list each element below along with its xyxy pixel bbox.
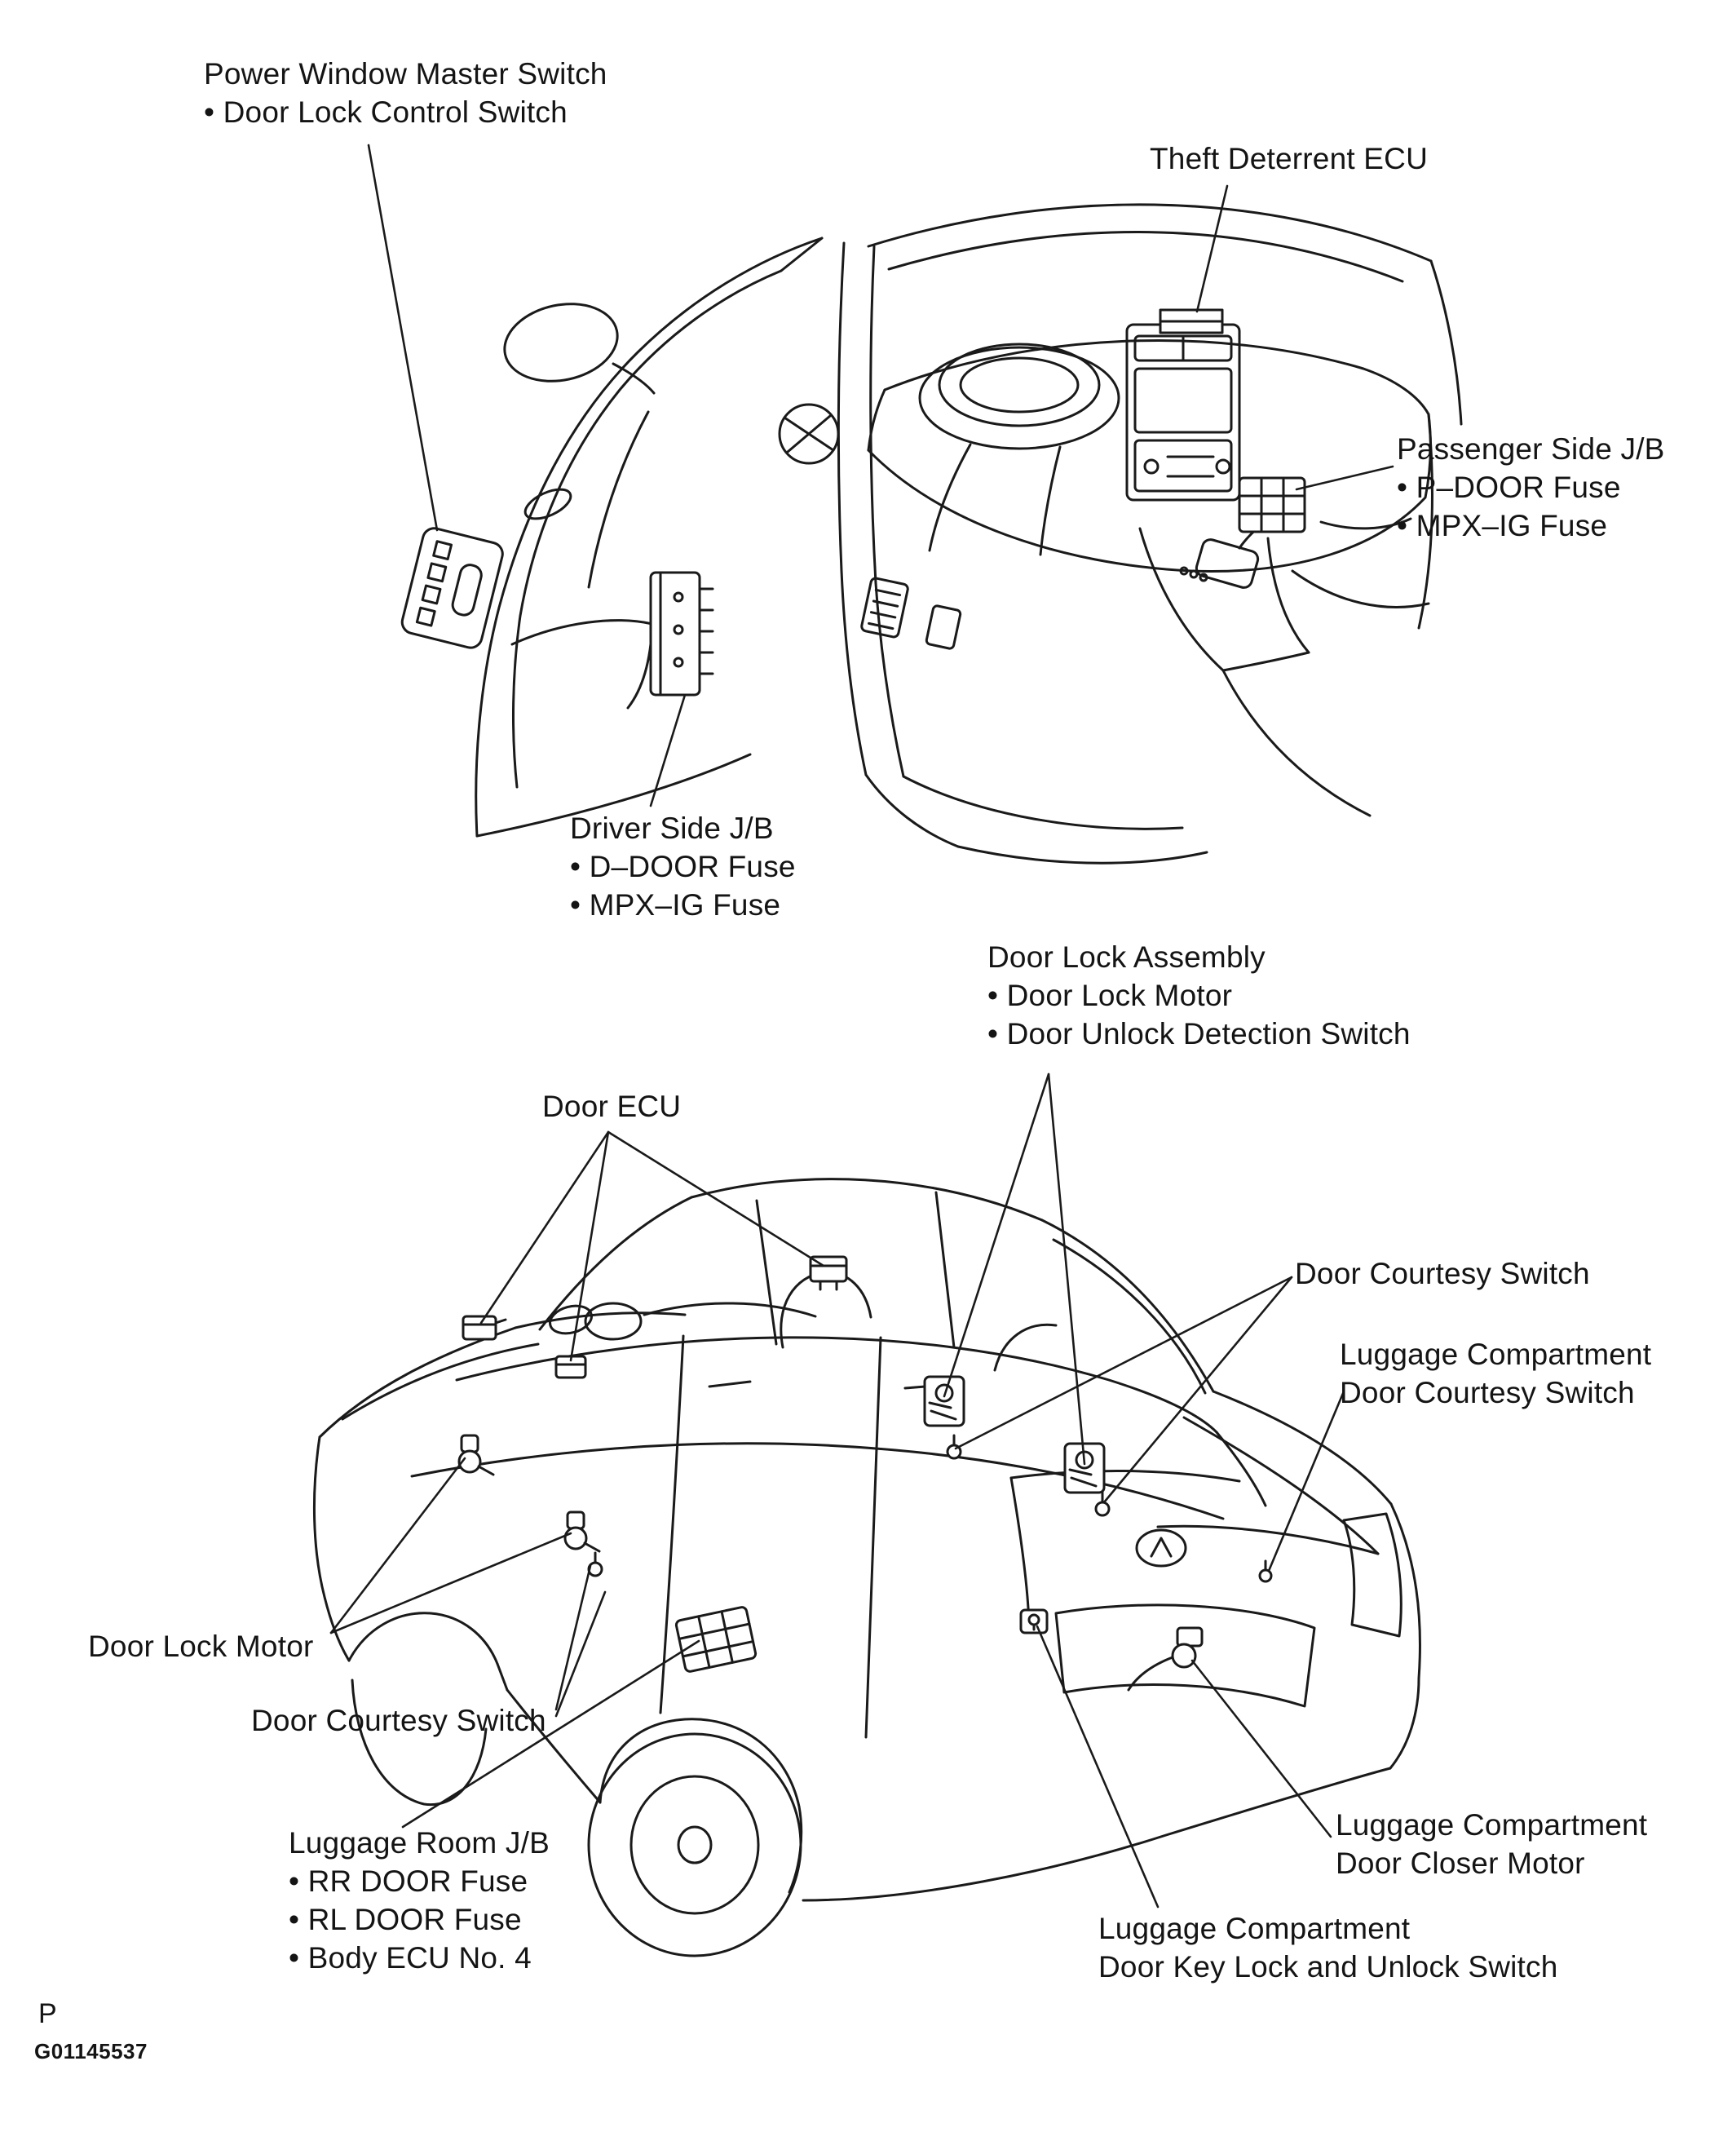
- label-line: • D–DOOR Fuse: [570, 849, 796, 883]
- theft-deterrent-ecu-component: [1159, 308, 1224, 334]
- label-door-lock-motor: Door Lock Motor: [88, 1628, 314, 1666]
- label-line: • Body ECU No. 4: [289, 1940, 532, 1975]
- brand-emblem: [1135, 1528, 1187, 1568]
- label-power-window-master-switch: Power Window Master Switch • Door Lock C…: [204, 55, 607, 132]
- passenger-side-jb-component: [1238, 476, 1306, 533]
- label-door-ecu: Door ECU: [542, 1088, 681, 1126]
- label-line: Luggage Room J/B: [289, 1826, 550, 1860]
- label-theft-deterrent-ecu: Theft Deterrent ECU: [1150, 140, 1428, 179]
- door-lock-assembly-1-component: [923, 1375, 965, 1427]
- label-door-lock-assembly: Door Lock Assembly • Door Lock Motor • D…: [987, 939, 1411, 1054]
- label-line: Luggage Compartment: [1340, 1338, 1652, 1371]
- label-line: Theft Deterrent ECU: [1150, 142, 1429, 175]
- door-lock-motor-rear-component: [563, 1510, 601, 1553]
- label-line: Door Lock Motor: [88, 1630, 314, 1663]
- label-line: Driver Side J/B: [570, 812, 774, 845]
- door-courtesy-switch-left-component: [587, 1551, 603, 1577]
- luggage-door-closer-motor-component: [1127, 1626, 1204, 1692]
- label-line: Door Lock Assembly: [987, 940, 1266, 974]
- label-luggage-door-key-lock: Luggage Compartment Door Key Lock and Un…: [1098, 1910, 1558, 1987]
- label-door-courtesy-switch-left: Door Courtesy Switch: [251, 1702, 546, 1740]
- label-line: Door Courtesy Switch: [1340, 1375, 1635, 1409]
- power-window-master-switch-component: [400, 527, 504, 649]
- door-ecu-front-component: [462, 1315, 507, 1341]
- label-line: Luggage Compartment: [1336, 1808, 1648, 1842]
- label-line: • Door Lock Motor: [987, 978, 1233, 1012]
- label-line: • Door Lock Control Switch: [204, 95, 568, 129]
- label-line: Door Closer Motor: [1336, 1846, 1585, 1880]
- luggage-courtesy-switch-component: [1258, 1559, 1273, 1583]
- label-line: Door Key Lock and Unlock Switch: [1098, 1949, 1558, 1984]
- label-line: • MPX–IG Fuse: [1397, 508, 1608, 542]
- luggage-key-lock-switch-component: [1019, 1608, 1049, 1634]
- label-line: Power Window Master Switch: [204, 57, 607, 91]
- label-line: Luggage Compartment: [1098, 1912, 1411, 1945]
- label-line: Door Courtesy Switch: [251, 1704, 546, 1737]
- door-courtesy-switch-right-2-component: [1094, 1491, 1111, 1517]
- door-lock-motor-front-component: [457, 1434, 495, 1476]
- label-line: • MPX–IG Fuse: [570, 887, 781, 922]
- label-line: Door Courtesy Switch: [1295, 1257, 1590, 1290]
- label-passenger-side-jb: Passenger Side J/B • P–DOOR Fuse • MPX–I…: [1397, 431, 1665, 546]
- label-line: Door ECU: [542, 1090, 682, 1123]
- label-door-courtesy-switch-right: Door Courtesy Switch: [1295, 1255, 1590, 1294]
- label-line: • RR DOOR Fuse: [289, 1864, 528, 1898]
- car-interior-drawing: [400, 203, 1463, 865]
- label-line: • P–DOOR Fuse: [1397, 470, 1621, 504]
- door-lock-assembly-2-component: [1063, 1442, 1106, 1494]
- label-luggage-door-closer-motor: Luggage Compartment Door Closer Motor: [1336, 1807, 1647, 1883]
- label-luggage-room-jb: Luggage Room J/B • RR DOOR Fuse • RL DOO…: [289, 1824, 550, 1978]
- label-luggage-door-courtesy-switch: Luggage Compartment Door Courtesy Switch: [1340, 1336, 1651, 1413]
- label-line: Passenger Side J/B: [1397, 432, 1665, 466]
- leader-lines: [329, 144, 1394, 1909]
- label-line: • Door Unlock Detection Switch: [987, 1016, 1411, 1050]
- luggage-room-jb-component: [674, 1606, 758, 1673]
- page-letter: P: [38, 1998, 57, 2029]
- figure-id: G01145537: [34, 2039, 148, 2063]
- door-ecu-rear-component: [554, 1355, 587, 1379]
- label-driver-side-jb: Driver Side J/B • D–DOOR Fuse • MPX–IG F…: [570, 810, 796, 925]
- driver-side-jb-component: [649, 571, 714, 697]
- car-exterior-drawing: [312, 1178, 1421, 1957]
- label-line: • RL DOOR Fuse: [289, 1902, 522, 1936]
